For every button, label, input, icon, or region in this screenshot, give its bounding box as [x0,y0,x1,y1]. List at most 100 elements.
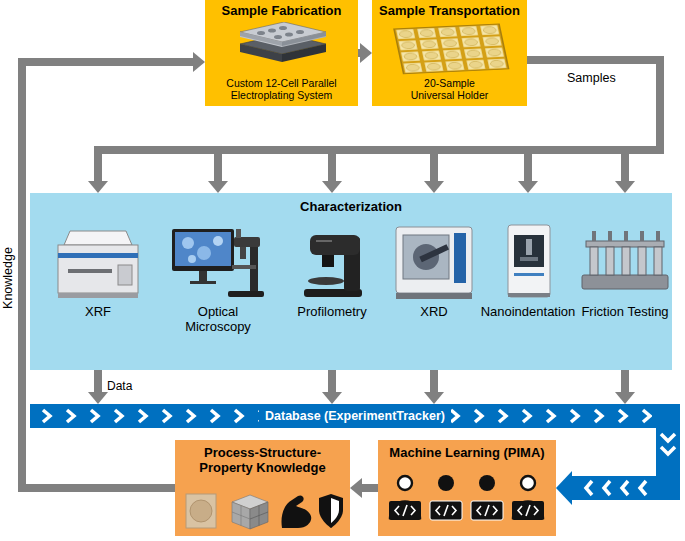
shape-rect [508,293,550,297]
shape-use [389,476,421,520]
instrument: XRF [52,193,144,370]
arrow-head [615,392,635,404]
shape-circle [197,246,211,260]
shape-rect [58,245,138,293]
shape-rect [228,291,264,297]
node-title: Sample Transportation [379,4,520,19]
flow-arrow [88,370,108,404]
shape-circle [188,255,196,263]
shape-rect [175,232,231,266]
flow-arrow [527,60,660,193]
shape-rect [582,275,668,289]
flow-arrow [518,60,660,193]
instrument: XRD [390,193,478,370]
property-icons [180,492,345,532]
xrd-instrument [390,223,478,301]
shape-rect [454,233,466,283]
nanoindenter [478,223,578,301]
shape-rect [590,247,598,275]
shape-polygon [282,32,326,46]
shape-rect [396,293,472,299]
arrow-line [572,428,668,488]
shape-path [319,494,343,528]
arrow-line [358,49,360,57]
flow-arrow [424,370,444,404]
arrow-head [350,478,362,498]
shape-polygon [240,32,282,46]
shape-ellipse [257,31,265,35]
database-band: Database (ExperimentTracker) [30,404,680,428]
shape-use [512,476,544,520]
shape-rect [624,231,628,241]
shape-polyline [661,447,675,454]
arrow-head [360,43,372,63]
shape-rect [419,244,449,262]
characterization-panel: CharacterizationXRF Optical Microscopy P… [30,193,672,370]
node-title: Database (ExperimentTracker) [259,408,451,424]
shape-rect [118,265,132,285]
shape-polyline [661,434,675,441]
arrow-head [322,392,342,404]
process-box: Sample Transportation 20-Sample Universal… [372,0,527,106]
shape-polygon [250,502,268,529]
shape-line [232,512,250,519]
shape-rect [199,271,207,281]
arrow-head [88,392,108,404]
shape-line [250,512,268,519]
node-caption: 20-Sample Universal Holder [402,77,497,101]
node-title: Process-Structure-Property Knowledge [180,446,345,476]
node-title: Friction Testing [581,305,668,320]
sample-holder [388,21,510,75]
shape-rect [232,265,256,269]
instrument: Optical Microscopy [170,193,266,370]
shape-ellipse [274,35,282,39]
flow-arrow [615,370,635,404]
shape-rect [234,237,260,247]
shape-circle [190,500,212,522]
shape-circle [213,236,223,246]
shape-path [331,498,339,523]
shape-rect [403,235,449,279]
shape-rect [240,247,246,259]
profilometer [282,223,382,301]
shape-polygon [282,44,326,62]
shape-polyline [640,481,646,495]
arrow-line [328,370,336,392]
shape-rect [608,231,612,241]
shape-rect [58,253,138,258]
shape-rect [394,24,509,74]
instrument: Profilometry [282,193,382,370]
shape-rect [520,257,538,261]
shape-rect [186,494,216,528]
arrow-head [88,181,108,193]
arrow-head [322,181,342,193]
node-title: XRD [420,305,447,320]
flow-arrow [208,60,660,193]
arrow-line [527,60,660,181]
shape-rect [586,241,664,247]
shape-polygon [240,44,282,62]
shape-rect [654,247,662,275]
shape-polyline [622,481,628,495]
shape-rect [396,227,472,293]
arrow-head [556,471,572,505]
node-title: Profilometry [297,305,366,320]
knowledge-box: Process-Structure-Property Knowledge [175,440,350,536]
shape-rect [310,235,360,255]
shape-rect [606,247,614,275]
node-title: XRF [85,305,111,320]
shape-rect [514,273,544,276]
shape-rect [394,24,509,74]
arrow-line [94,370,102,392]
shape-rect [322,255,334,267]
shape-rect [638,247,646,275]
instrument: Friction Testing [578,193,672,370]
shape-ellipse [268,29,276,33]
shape-rect [640,231,644,241]
shape-polygon [232,502,250,529]
shape-ellipse [308,277,344,285]
arrow-line [362,484,378,492]
instrument: Nanoindentation [478,193,578,370]
